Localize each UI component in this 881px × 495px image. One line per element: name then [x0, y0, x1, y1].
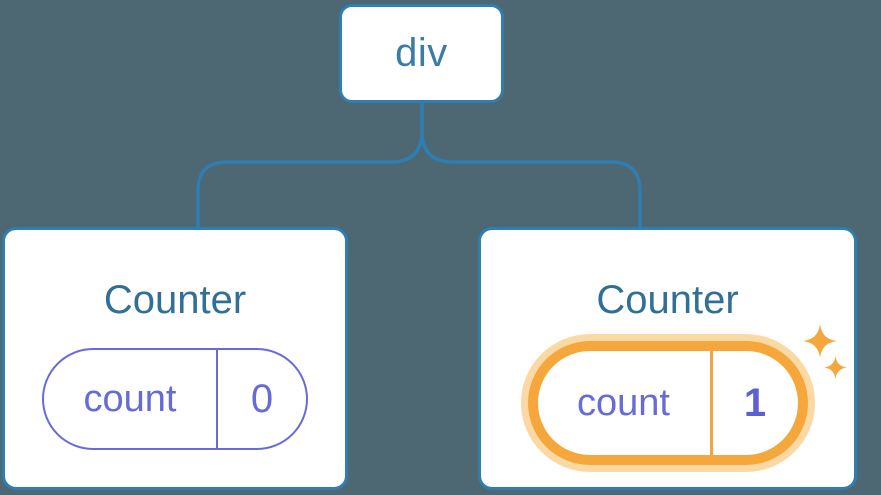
counter-card-left: Counter count 0 — [2, 227, 348, 490]
counter-card-right: Counter count 1 — [478, 227, 857, 490]
counter-card-left-title: Counter — [103, 278, 247, 322]
state-pill-left: count 0 — [42, 348, 308, 450]
state-key-label: count — [83, 377, 177, 420]
state-pill-divider — [709, 351, 713, 455]
connector-right-branch — [420, 101, 642, 228]
state-value: 1 — [743, 380, 767, 425]
state-pill-right-highlighted: count 1 — [537, 351, 798, 455]
root-node: div — [339, 4, 504, 103]
counter-card-right-title: Counter — [596, 278, 739, 322]
state-key-label: count — [577, 381, 670, 424]
sparkle-icon — [824, 356, 847, 379]
connector-left-branch — [196, 101, 424, 228]
state-pill-divider — [216, 350, 218, 448]
root-node-label: div — [395, 31, 448, 75]
state-value: 0 — [250, 376, 274, 421]
sparkle-icon — [803, 324, 837, 358]
